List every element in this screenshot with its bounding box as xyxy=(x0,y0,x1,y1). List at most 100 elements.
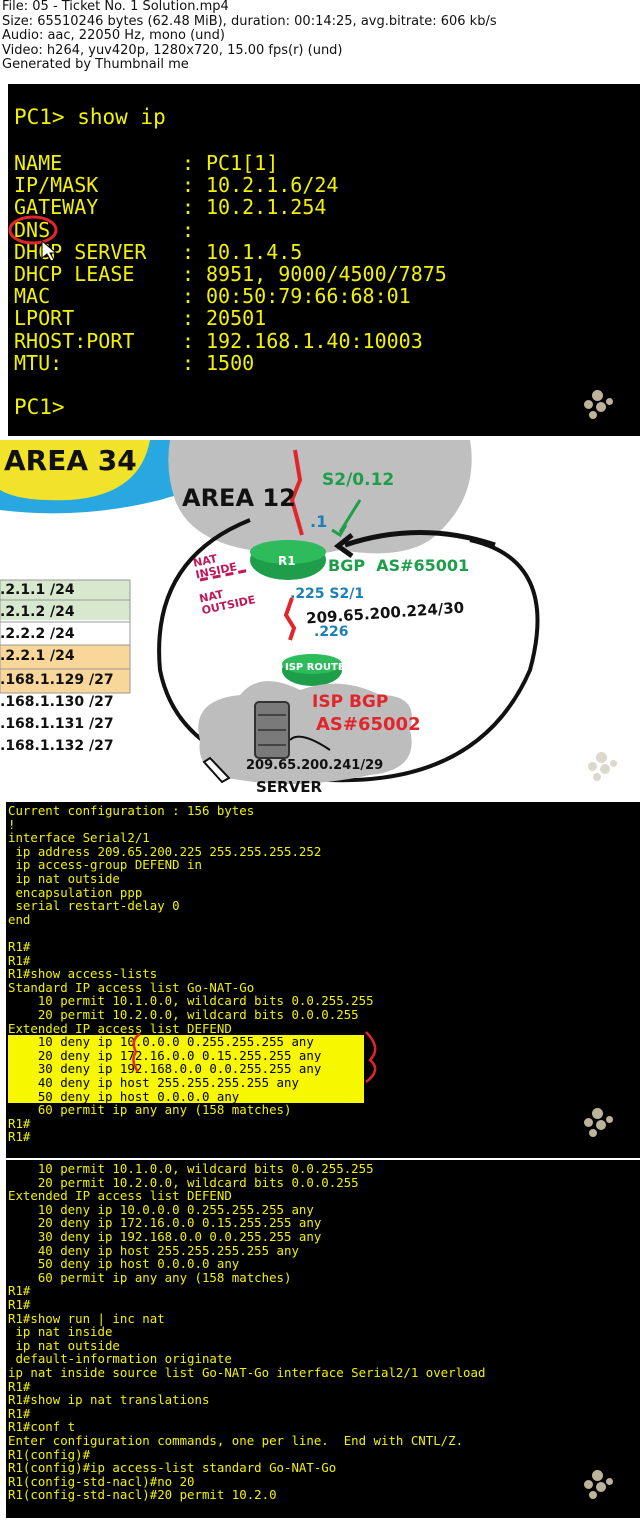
cli-line: Extended IP access list DEFEND xyxy=(8,1020,232,1036)
cli-line: Standard IP access list Go-NAT-Go xyxy=(8,979,255,995)
meta-video: Video: h264, yuv420p, 1280x720, 15.00 fp… xyxy=(2,42,343,58)
thumbnail-metadata: File: 05 - Ticket No. 1 Solution.mp4 Siz… xyxy=(2,0,638,84)
cli-line: 50 deny ip host 0.0.0.0 any xyxy=(8,1089,364,1104)
address-table-cell: .2.2.1 /24 xyxy=(0,648,75,664)
s21-label: .225 S2/1 xyxy=(290,586,365,602)
pc1-row-value: 20501 xyxy=(206,306,267,331)
pc1-row-key: IP/MASK xyxy=(14,173,99,198)
address-table-cell: .168.1.132 /27 xyxy=(0,738,114,754)
dot226-label: .226 xyxy=(314,624,349,640)
cli-line: R1# xyxy=(8,952,31,968)
pc1-row-key: DNS xyxy=(14,217,51,242)
pc1-row-key: NAME xyxy=(14,151,63,175)
diagram-canvas xyxy=(0,440,540,784)
cli-line: Extended IP access list DEFEND xyxy=(8,1188,232,1204)
cli-line: 20 permit 10.2.0.0, wildcard bits 0.0.0.… xyxy=(8,1174,359,1190)
pc1-command: PC1> show ip xyxy=(14,105,166,129)
pc1-row-colon: : xyxy=(182,173,195,198)
address-table-cell: .2.2.2 /24 xyxy=(0,626,75,642)
as65002-label: AS#65002 xyxy=(316,714,421,735)
cli-line: R1#show access-lists xyxy=(8,966,158,982)
address-table-cell: .2.1.1 /24 xyxy=(0,582,75,598)
meta-file: File: 05 - Ticket No. 1 Solution.mp4 xyxy=(2,0,229,14)
dot1-label: .1 xyxy=(310,512,328,531)
pc1-row-colon: : xyxy=(182,262,195,286)
pc1-row-colon: : xyxy=(182,217,195,242)
pc1-row-value: 10.2.1.6/24 xyxy=(206,173,339,198)
bgp-as65001-label: BGP AS#65001 xyxy=(328,556,470,575)
dns-circle-annotation xyxy=(8,215,58,245)
area12-label: AREA 12 xyxy=(182,484,296,512)
cli-line: ! xyxy=(8,816,16,832)
frame-network-diagram: AREA 34 AREA 12 S2/0.12 .1 NAT INSIDE NA… xyxy=(0,440,640,802)
meta-audio: Audio: aac, 22050 Hz, mono (und) xyxy=(2,28,225,43)
cli-line: serial restart-delay 0 xyxy=(8,898,180,914)
isp-router-label: ISP ROUTER xyxy=(285,662,353,673)
pc1-row-value: 192.168.1.40:10003 xyxy=(206,328,423,353)
isp-bgp-label: ISP BGP xyxy=(312,692,389,712)
cli-line: R1# xyxy=(8,939,31,954)
pc1-row-key: LPORT xyxy=(14,306,75,331)
pc1-row-colon: : xyxy=(182,306,195,331)
isp-cloud xyxy=(198,681,412,784)
pc1-row-colon: : xyxy=(182,350,195,375)
cli-line: R1(config)#ip access-list standard Go-NA… xyxy=(8,1460,337,1476)
pc1-row-colon: : xyxy=(182,195,195,220)
cli-line: 20 deny ip 172.16.0.0 0.15.255.255 any xyxy=(8,1049,364,1063)
r1-label: R1 xyxy=(278,554,296,568)
cli-line: encapsulation ppp xyxy=(8,884,143,900)
address-table-cell: .168.1.129 /27 xyxy=(0,672,114,688)
pc1-row-key: MAC xyxy=(14,284,51,309)
cli-line: 10 deny ip 10.0.0.0 0.255.255.255 any xyxy=(8,1201,314,1217)
cli-line: R1# xyxy=(8,1115,31,1131)
cli-line: Enter configuration commands, one per li… xyxy=(8,1433,464,1448)
server-network-label: 209.65.200.241/29 xyxy=(246,758,384,773)
cli-line: ip nat inside source list Go-NAT-Go inte… xyxy=(8,1365,486,1380)
address-table-cell: .2.1.2 /24 xyxy=(0,604,75,620)
server-label: SERVER xyxy=(256,778,323,796)
cli-line: ip nat inside xyxy=(8,1324,113,1340)
pc1-row-value: 10.2.1.254 xyxy=(206,195,327,220)
pc1-row-colon: : xyxy=(182,284,195,309)
area34-label: AREA 34 xyxy=(4,444,137,477)
pc1-row-colon: : xyxy=(182,239,195,264)
cli-line: 10 permit 10.1.0.0, wildcard bits 0.0.25… xyxy=(8,1161,374,1176)
watermark-logo-icon xyxy=(584,1470,616,1500)
pencil-icon xyxy=(202,756,231,784)
frame-r1-nat-config: 10 permit 10.1.0.0, wildcard bits 0.0.25… xyxy=(6,1160,640,1518)
cli-line: R1#show ip nat translations xyxy=(8,1392,210,1408)
cli-line: ip access-group DEFEND in xyxy=(8,857,202,873)
cli-line: interface Serial2/1 xyxy=(8,830,150,846)
cli-line: 10 permit 10.1.0.0, wildcard bits 0.0.25… xyxy=(8,993,374,1009)
pc1-row-key: GATEWAY xyxy=(14,195,99,220)
cli-line: R1(config-std-nacl)#no 20 xyxy=(8,1473,195,1489)
pc1-row-key: RHOST:PORT xyxy=(14,328,135,353)
watermark-logo-icon xyxy=(588,752,620,782)
pc1-row-key: DHCP LEASE xyxy=(14,262,135,286)
watermark-logo-icon xyxy=(584,1108,616,1138)
cli-line: R1# xyxy=(8,1378,31,1394)
pc1-row-value: 10.1.4.5 xyxy=(206,239,303,264)
cli-line: R1# xyxy=(8,1129,31,1145)
area34-badge xyxy=(0,440,150,501)
s2-012-label: S2/0.12 xyxy=(322,470,395,490)
pc1-row-value: 1500 xyxy=(206,350,255,375)
cli-line: 60 permit ip any any (158 matches) xyxy=(8,1102,292,1118)
bracket-annotation xyxy=(132,1031,377,1083)
address-table-cell: .168.1.130 /27 xyxy=(0,694,114,710)
pc1-row-colon: : xyxy=(182,151,195,175)
cli-line: ip nat outside xyxy=(8,1337,120,1353)
pc1-row-key: MTU: xyxy=(14,350,63,375)
cli-line: R1#show run | inc nat xyxy=(8,1310,165,1326)
frame-r1-access-lists: Current configuration : 156 bytes!interf… xyxy=(6,802,640,1158)
cli-line: default-information originate xyxy=(8,1351,232,1367)
meta-size: Size: 65510246 bytes (62.48 MiB), durati… xyxy=(2,13,497,29)
cli-line: R1(config)# xyxy=(8,1446,91,1462)
cli-line: 40 deny ip host 255.255.255.255 any xyxy=(8,1076,364,1090)
cli-line: R1# xyxy=(8,1405,31,1421)
cli-line: 30 deny ip 192.168.0.0 0.0.255.255 any xyxy=(8,1062,364,1076)
cli-line: 30 deny ip 192.168.0.0 0.0.255.255 any xyxy=(8,1229,322,1244)
watermark-logo-icon xyxy=(584,390,616,420)
area12-cloud xyxy=(168,440,472,555)
cli-line: R1# xyxy=(8,1297,31,1312)
